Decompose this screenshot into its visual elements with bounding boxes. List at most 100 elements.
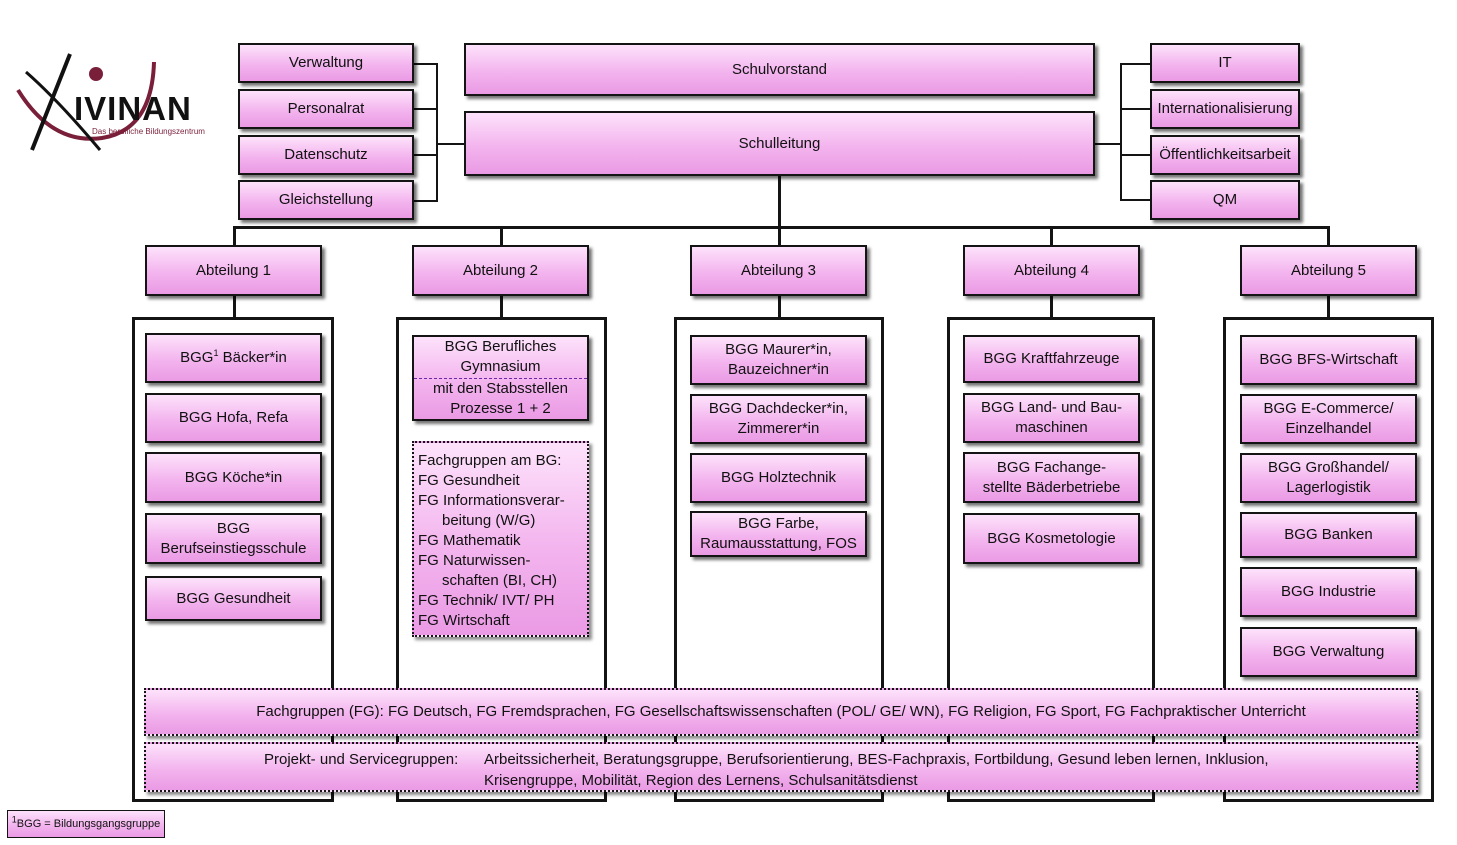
connector-line bbox=[233, 226, 1330, 229]
gymnasium-top: BGG Berufliches Gymnasium bbox=[414, 337, 587, 379]
fg-bg-line: schaften (BI, CH) bbox=[442, 572, 558, 589]
department-title: Abteilung 1 bbox=[195, 261, 272, 279]
bgg-box: BGG Berufseinstiegsschule bbox=[145, 513, 322, 564]
fg-bg-line: FG Naturwissen- bbox=[418, 552, 531, 569]
connector-line bbox=[1120, 63, 1122, 201]
bgg-label: BGG Großhandel/ bbox=[1268, 459, 1389, 476]
staff-box-it: IT bbox=[1150, 43, 1300, 83]
bgg-label: Gymnasium bbox=[460, 358, 541, 375]
connector-line bbox=[500, 296, 503, 318]
footnote-text: 1BGG = Bildungsgangsgruppe bbox=[11, 814, 161, 830]
connector-line bbox=[1120, 108, 1150, 110]
bgg-box: BGG BFS-Wirtschaft bbox=[1240, 335, 1417, 385]
bgg-label: mit den Stabsstellen bbox=[432, 380, 569, 397]
connector-line bbox=[1050, 296, 1053, 318]
connector-line bbox=[233, 226, 236, 246]
bgg-box: BGG Dachdecker*in, Zimmerer*in bbox=[690, 394, 867, 444]
bgg-box: BGG Großhandel/ Lagerlogistik bbox=[1240, 453, 1417, 503]
logo-tagline: Das berufliche Bildungszentrum bbox=[92, 127, 205, 136]
bgg-label: BGG Köche*in bbox=[184, 468, 283, 486]
bgg-label: BGG Berufliches bbox=[444, 338, 557, 355]
connector-line bbox=[414, 200, 438, 202]
bgg-label: BGG Industrie bbox=[1280, 583, 1377, 600]
bgg-gymnasium-box: BGG Berufliches Gymnasium mit den Stabss… bbox=[412, 335, 589, 421]
bgg-box: BGG E-Commerce/ Einzelhandel bbox=[1240, 394, 1417, 444]
schulvorstand-box: Schulvorstand bbox=[464, 43, 1095, 96]
fg-bg-line: FG Mathematik bbox=[418, 532, 521, 549]
bgg-label: maschinen bbox=[1015, 419, 1088, 436]
bgg-label: BGG Verwaltung bbox=[1272, 643, 1385, 660]
department-box-1: Abteilung 1 bbox=[145, 245, 322, 296]
connector-line bbox=[778, 296, 781, 318]
fachgruppen-bar: Fachgruppen (FG): FG Deutsch, FG Fremdsp… bbox=[144, 688, 1418, 736]
connector-line bbox=[778, 226, 781, 246]
logo: IVINAN Das berufliche Bildungszentrum bbox=[12, 50, 217, 160]
footnote-marker: 1 bbox=[11, 814, 17, 825]
bgg-label: BGG Maurer*in, bbox=[725, 341, 832, 358]
connector-line bbox=[778, 175, 781, 228]
schulleitung-box: Schulleitung bbox=[464, 111, 1095, 176]
footnote-box: 1BGG = Bildungsgangsgruppe bbox=[7, 810, 165, 838]
bgg-label: BGG Kraftfahrzeuge bbox=[983, 350, 1120, 367]
bgg-box: BGG Köche*in bbox=[145, 452, 322, 503]
connector-line bbox=[1120, 199, 1150, 201]
staff-box-internationalisierung: Internationalisierung bbox=[1150, 89, 1300, 129]
connector-line bbox=[1094, 143, 1122, 145]
bgg-label: BGG Holztechnik bbox=[720, 469, 837, 486]
bgg-label: BGG Dachdecker*in, bbox=[708, 400, 849, 417]
bgg-label: BGG bbox=[216, 519, 251, 537]
bgg-box: BGG Gesundheit bbox=[145, 576, 322, 621]
bgg-label: BGG1 Bäcker*in bbox=[180, 348, 287, 367]
department-title: Abteilung 4 bbox=[1013, 261, 1090, 279]
staff-label: Internationalisierung bbox=[1157, 100, 1293, 117]
bgg-label: Einzelhandel bbox=[1285, 420, 1372, 437]
bgg-box: BGG1 Bäcker*in bbox=[145, 333, 322, 383]
fg-bg-line: FG Gesundheit bbox=[418, 472, 520, 489]
staff-box-oeffentlichkeitsarbeit: Öffentlichkeitsarbeit bbox=[1150, 135, 1300, 175]
staff-label: Datenschutz bbox=[284, 146, 368, 163]
projekt-servicegruppen-bar: Projekt- und Servicegruppen: Arbeitssich… bbox=[144, 742, 1418, 792]
connector-line bbox=[436, 63, 438, 202]
bgg-box: BGG Banken bbox=[1240, 512, 1417, 558]
staff-box-qm: QM bbox=[1150, 180, 1300, 220]
logo-swoosh-icon bbox=[16, 53, 156, 151]
connector-line bbox=[414, 108, 438, 110]
bgg-label: Raumausstattung, FOS bbox=[700, 535, 857, 552]
bgg-box: BGG Verwaltung bbox=[1240, 627, 1417, 677]
fg-bg-line: FG Informationsverar- bbox=[418, 492, 565, 509]
fg-bg-line: FG Technik/ IVT/ PH bbox=[418, 592, 555, 609]
staff-box-gleichstellung: Gleichstellung bbox=[238, 180, 414, 220]
connector-line bbox=[233, 296, 236, 318]
connector-line bbox=[436, 143, 465, 145]
staff-box-verwaltung: Verwaltung bbox=[238, 43, 414, 83]
department-title: Abteilung 2 bbox=[462, 261, 539, 279]
bgg-label: BGG Land- und Bau- bbox=[981, 399, 1122, 416]
staff-label: IT bbox=[1218, 54, 1232, 71]
gymnasium-bottom: mit den Stabsstellen Prozesse 1 + 2 bbox=[414, 379, 587, 419]
bgg-box: BGG Kraftfahrzeuge bbox=[963, 335, 1140, 383]
staff-label: Gleichstellung bbox=[278, 191, 374, 208]
bgg-box: BGG Hofa, Refa bbox=[145, 393, 322, 443]
bgg-label: Prozesse 1 + 2 bbox=[450, 400, 551, 417]
bgg-box: BGG Industrie bbox=[1240, 567, 1417, 617]
bgg-label: BGG Banken bbox=[1284, 526, 1373, 543]
bgg-label: BGG Fachange- bbox=[996, 458, 1107, 476]
bgg-label: BGG Farbe, bbox=[738, 515, 819, 532]
bgg-label: Bauzeichner*in bbox=[728, 361, 829, 378]
bgg-label: BGG BFS-Wirtschaft bbox=[1259, 351, 1398, 368]
department-box-3: Abteilung 3 bbox=[690, 245, 867, 296]
staff-label: Verwaltung bbox=[288, 54, 364, 71]
schulleitung-label: Schulleitung bbox=[738, 134, 821, 152]
bgg-label: BGG Kosmetologie bbox=[987, 529, 1116, 547]
footnote-marker: 1 bbox=[213, 348, 219, 358]
staff-label: Öffentlichkeitsarbeit bbox=[1159, 146, 1291, 163]
bgg-box: BGG Fachange- stellte Bäderbetriebe bbox=[963, 452, 1140, 503]
bgg-label: Zimmerer*in bbox=[737, 420, 820, 437]
bgg-label: BGG Hofa, Refa bbox=[178, 409, 289, 426]
fg-bg-line: beitung (W/G) bbox=[442, 512, 536, 529]
department-title: Abteilung 3 bbox=[740, 261, 817, 279]
connector-line bbox=[1327, 296, 1330, 318]
connector-line bbox=[1120, 63, 1150, 65]
connector-line bbox=[1327, 226, 1330, 246]
staff-label: Personalrat bbox=[287, 100, 365, 117]
